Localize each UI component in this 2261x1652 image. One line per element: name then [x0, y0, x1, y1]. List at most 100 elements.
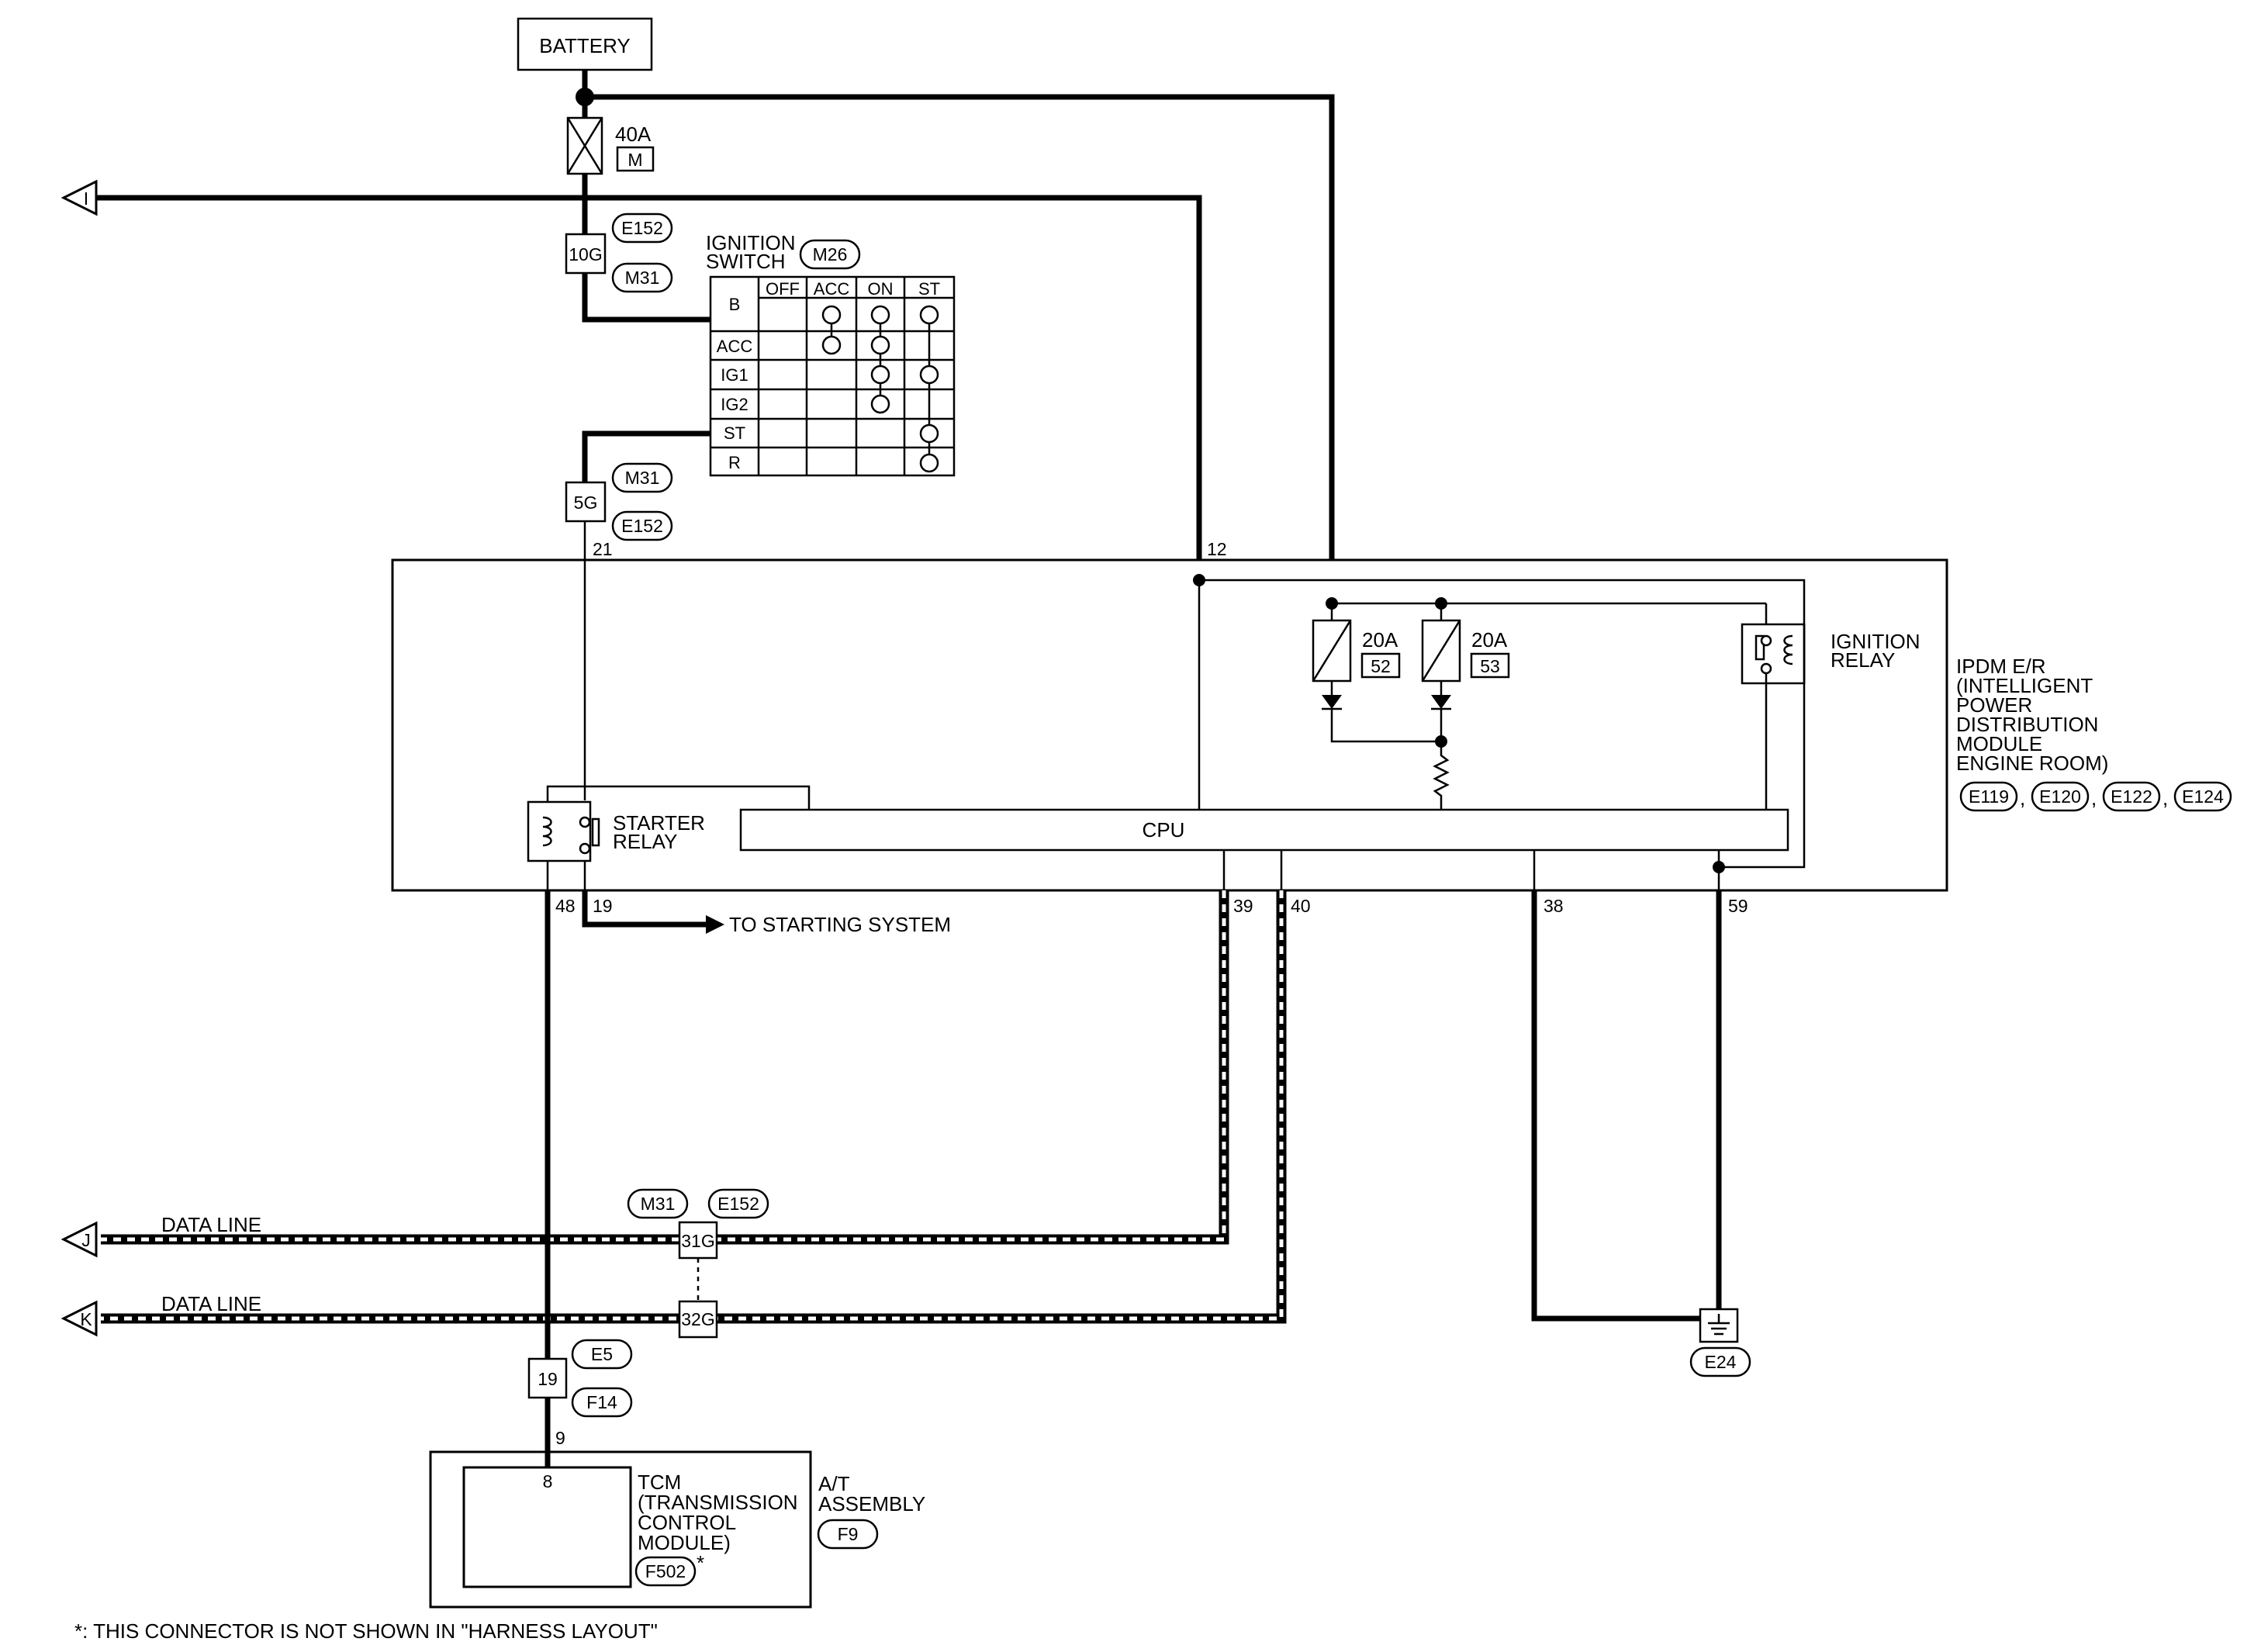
- connector-19: 19: [527, 1357, 568, 1399]
- col-on: ON: [868, 279, 894, 299]
- connector-tag-f14: F14: [571, 1387, 633, 1418]
- svg-text:M31: M31: [625, 268, 660, 288]
- starter-relay: STARTER RELAY: [527, 800, 705, 862]
- svg-text:IGNITION: IGNITION: [1831, 630, 1920, 653]
- arrow-k: K: [61, 1300, 98, 1337]
- svg-text:E119: E119: [1969, 786, 2009, 807]
- svg-text:19: 19: [593, 896, 613, 916]
- diode-2: [1431, 695, 1451, 709]
- row-acc: ACC: [717, 337, 753, 356]
- ground-e24: [1699, 1308, 1739, 1343]
- svg-text:F14: F14: [586, 1392, 617, 1412]
- ignition-switch: IGNITION SWITCH M26 OFF ACC ON ST B ACC …: [706, 231, 956, 477]
- svg-text:E24: E24: [1705, 1352, 1737, 1372]
- svg-text:SWITCH: SWITCH: [706, 250, 786, 273]
- connector-tag-f9: F9: [817, 1519, 879, 1550]
- svg-text:53: 53: [1480, 656, 1500, 676]
- svg-text:32G: 32G: [681, 1309, 714, 1329]
- row-b: B: [729, 295, 741, 314]
- svg-text:40A: 40A: [615, 123, 652, 146]
- diode-1: [1322, 695, 1342, 709]
- ignition-relay: IGNITION RELAY: [1741, 623, 1920, 685]
- col-acc: ACC: [814, 279, 850, 299]
- svg-text:IGNITION: IGNITION: [706, 231, 796, 254]
- svg-text:J: J: [81, 1230, 91, 1250]
- svg-text:9: 9: [555, 1428, 565, 1448]
- row-ig2: IG2: [721, 395, 748, 414]
- connector-32g: 32G: [678, 1300, 718, 1339]
- svg-text:M: M: [627, 150, 642, 170]
- svg-text:19: 19: [538, 1369, 558, 1389]
- connector-5g: 5G: [565, 481, 607, 523]
- svg-text:F502: F502: [645, 1561, 686, 1581]
- svg-text:E152: E152: [621, 218, 663, 238]
- svg-text:MODULE: MODULE: [1956, 732, 2042, 755]
- svg-text:(INTELLIGENT: (INTELLIGENT: [1956, 674, 2093, 697]
- arrow-j: J: [61, 1221, 98, 1258]
- col-off: OFF: [766, 279, 800, 299]
- svg-text:E124: E124: [2182, 786, 2224, 807]
- footnote: *: THIS CONNECTOR IS NOT SHOWN IN "HARNE…: [74, 1619, 658, 1643]
- to-starting-system-label: TO STARTING SYSTEM: [729, 913, 951, 936]
- svg-text:POWER: POWER: [1956, 693, 2032, 717]
- svg-text:E122: E122: [2111, 786, 2152, 807]
- svg-text:,: ,: [2091, 786, 2097, 810]
- svg-text:21: 21: [593, 539, 613, 559]
- tcm: 8 TCM (TRANSMISSION CONTROL MODULE) F502…: [462, 1452, 798, 1588]
- svg-text:K: K: [80, 1309, 92, 1329]
- connector-tag-m31-data: M31: [627, 1188, 689, 1219]
- svg-text:(TRANSMISSION: (TRANSMISSION: [638, 1491, 798, 1514]
- svg-text:48: 48: [555, 896, 576, 916]
- connector-tag-e5: E5: [571, 1339, 633, 1370]
- data-line-label-j: DATA LINE: [161, 1213, 261, 1236]
- svg-text:20A: 20A: [1471, 628, 1508, 651]
- svg-text:31G: 31G: [681, 1231, 714, 1251]
- svg-text:10G: 10G: [569, 244, 602, 264]
- svg-text:CPU: CPU: [1143, 818, 1185, 842]
- col-st: ST: [918, 279, 940, 299]
- battery-label: BATTERY: [539, 34, 631, 57]
- svg-text:,: ,: [2162, 786, 2168, 810]
- svg-text:I: I: [84, 188, 88, 209]
- svg-text:E5: E5: [591, 1344, 613, 1364]
- connector-tag-m31-mid: M31: [611, 462, 673, 493]
- svg-text:*: *: [697, 1551, 704, 1574]
- svg-text:20A: 20A: [1362, 628, 1398, 651]
- svg-text:8: 8: [543, 1471, 553, 1491]
- svg-text:12: 12: [1207, 539, 1227, 559]
- svg-text:59: 59: [1728, 896, 1748, 916]
- data-line-label-k: DATA LINE: [161, 1292, 261, 1315]
- connector-tag-m26: M26: [799, 239, 861, 270]
- svg-text:E152: E152: [717, 1194, 759, 1214]
- svg-text:STARTER: STARTER: [613, 811, 705, 835]
- connector-tag-e152-top: E152: [611, 213, 673, 244]
- fusible-link-40a: 40A M: [566, 116, 655, 175]
- svg-text:M26: M26: [813, 244, 848, 264]
- fuse-20a-53: 20A 53: [1421, 619, 1510, 683]
- row-st: ST: [724, 423, 745, 443]
- connector-tag-e152-mid: E152: [611, 510, 673, 541]
- row-ig1: IG1: [721, 365, 748, 385]
- connector-tags-ipdm: E119 , E120 , E122 , E124: [1959, 781, 2232, 812]
- battery: BATTERY: [517, 17, 653, 71]
- connector-tag-m31-top: M31: [611, 262, 673, 293]
- svg-text:38: 38: [1544, 896, 1564, 916]
- svg-text:MODULE): MODULE): [638, 1531, 731, 1554]
- svg-text:F9: F9: [838, 1524, 859, 1544]
- svg-text:52: 52: [1371, 656, 1391, 676]
- connector-31g: 31G: [678, 1221, 718, 1260]
- svg-text:39: 39: [1233, 896, 1253, 916]
- svg-text:DISTRIBUTION: DISTRIBUTION: [1956, 713, 2098, 736]
- arrow-i: I: [61, 179, 98, 216]
- svg-text:ASSEMBLY: ASSEMBLY: [818, 1492, 925, 1515]
- connector-tag-e24: E24: [1689, 1346, 1751, 1377]
- svg-text:RELAY: RELAY: [1831, 648, 1895, 672]
- connector-10g: 10G: [565, 233, 607, 275]
- svg-text:M31: M31: [625, 468, 660, 488]
- at-assembly: A/T ASSEMBLY F9: [429, 1450, 925, 1609]
- connector-tag-e152-data: E152: [707, 1188, 769, 1219]
- row-r: R: [728, 453, 741, 472]
- svg-text:M31: M31: [641, 1194, 676, 1214]
- svg-text:RELAY: RELAY: [613, 830, 677, 853]
